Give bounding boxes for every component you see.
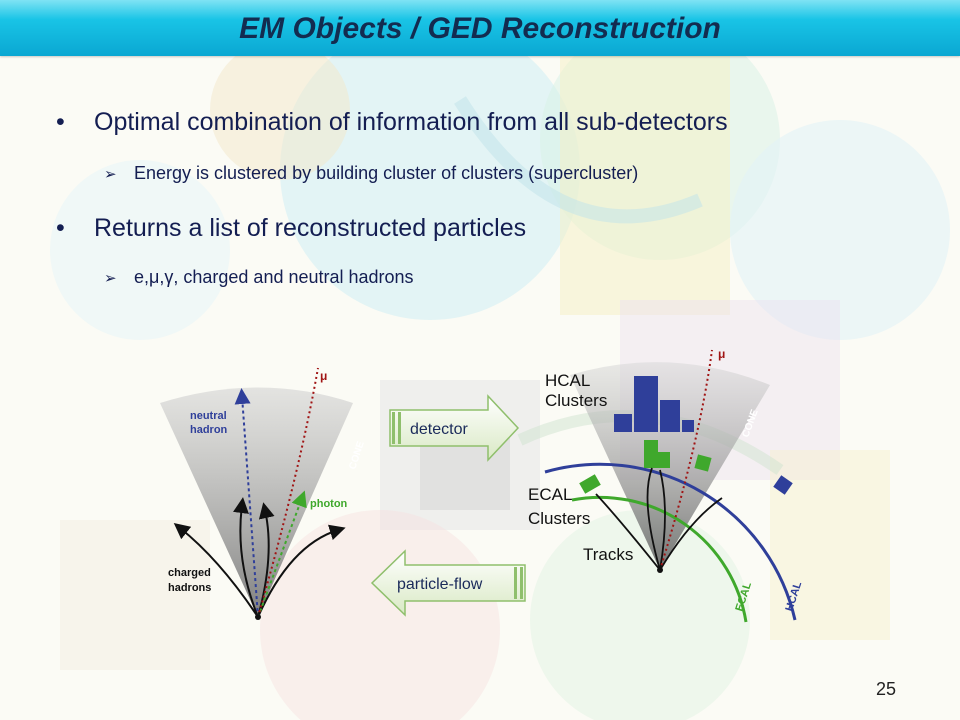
sub-bullet-text: e,μ,γ, charged and neutral hadrons — [134, 267, 414, 287]
ecal-cluster-bar — [694, 454, 712, 472]
neutral-hadron-label: neutral — [190, 410, 227, 422]
charged-hadron-track — [257, 524, 346, 618]
reco-track — [595, 493, 661, 571]
muon-track — [257, 367, 319, 618]
ecal-cluster-bar — [579, 474, 601, 494]
title-bar — [0, 0, 960, 56]
hcal-cluster-bar — [682, 420, 694, 432]
cone-label: CONE — [347, 440, 366, 471]
hcal-arc — [544, 462, 797, 621]
right-detector-diagram: μ HCAL Clusters ECAL Clusters Tracks CON… — [528, 347, 804, 623]
detector-arrow-shape — [389, 394, 520, 462]
charged-hadron-track — [173, 523, 259, 618]
ecal-cluster-bar — [658, 452, 670, 468]
interaction-vertex — [657, 567, 663, 573]
hcal-clusters-label: Clusters — [545, 391, 607, 410]
sub-bullet-item: ➢ e,μ,γ, charged and neutral hadrons — [104, 267, 414, 288]
particle-flow-label: particle-flow — [397, 576, 483, 593]
hcal-cluster-bar — [773, 475, 793, 495]
bullet-dot-icon: • — [56, 214, 65, 242]
bullet-item: • Returns a list of reconstructed particl… — [56, 214, 526, 243]
hcal-clusters-label: HCAL — [545, 371, 590, 390]
sub-bullet-item: ➢ Energy is clustered by building cluster… — [104, 163, 638, 184]
arrowhead-bullet-icon: ➢ — [104, 166, 117, 183]
ecal-cluster-bar — [644, 440, 658, 468]
arrowhead-bullet-icon: ➢ — [104, 270, 117, 287]
page-number: 25 — [876, 679, 897, 699]
detector-arrow: detector — [389, 394, 520, 462]
hcal-cluster-bar — [614, 414, 632, 432]
reco-track — [659, 469, 666, 571]
charged-hadron-track — [257, 502, 275, 618]
bullet-item: • Optimal combination of information from… — [56, 108, 728, 137]
particle-flow-arrow-shape — [370, 549, 526, 617]
left-cone-diagram: neutral hadron μ CONE photon charged had… — [160, 367, 367, 620]
ecal-clusters-label: Clusters — [528, 509, 590, 528]
neutral-hadron-label: hadron — [190, 424, 228, 436]
charged-hadrons-label: hadrons — [168, 582, 211, 594]
arrow-stripe — [520, 567, 523, 599]
interaction-vertex — [255, 614, 261, 620]
reco-track — [659, 497, 723, 571]
particle-flow-arrow: particle-flow — [370, 549, 526, 617]
photon-label: photon — [310, 498, 348, 510]
bullet-text: Returns a list of reconstructed particle… — [94, 214, 527, 242]
arrow-stripe — [392, 412, 395, 444]
charged-hadrons-label: charged — [168, 567, 211, 579]
arrow-stripe — [514, 567, 517, 599]
muon-label: μ — [718, 347, 725, 361]
muon-label: μ — [320, 369, 327, 383]
detector-label: detector — [410, 421, 468, 438]
bullet-dot-icon: • — [56, 108, 65, 136]
hcal-label: HCAL — [783, 580, 804, 613]
hcal-cluster-bar — [660, 400, 680, 432]
left-cone-shape — [160, 387, 353, 617]
sub-bullet-text: Energy is clustered by building cluster … — [134, 163, 639, 183]
neutral-hadron-track — [234, 388, 259, 618]
charged-hadron-track — [233, 497, 259, 618]
hcal-cluster-bar — [634, 376, 658, 432]
ecal-clusters-label: ECAL — [528, 485, 572, 504]
slide-title: EM Objects / GED Reconstruction — [239, 12, 721, 45]
tracks-label: Tracks — [583, 545, 633, 564]
reco-track — [646, 467, 661, 571]
ecal-arc — [571, 495, 748, 623]
bullet-text: Optimal combination of information from … — [94, 108, 728, 136]
arrow-stripe — [398, 412, 401, 444]
